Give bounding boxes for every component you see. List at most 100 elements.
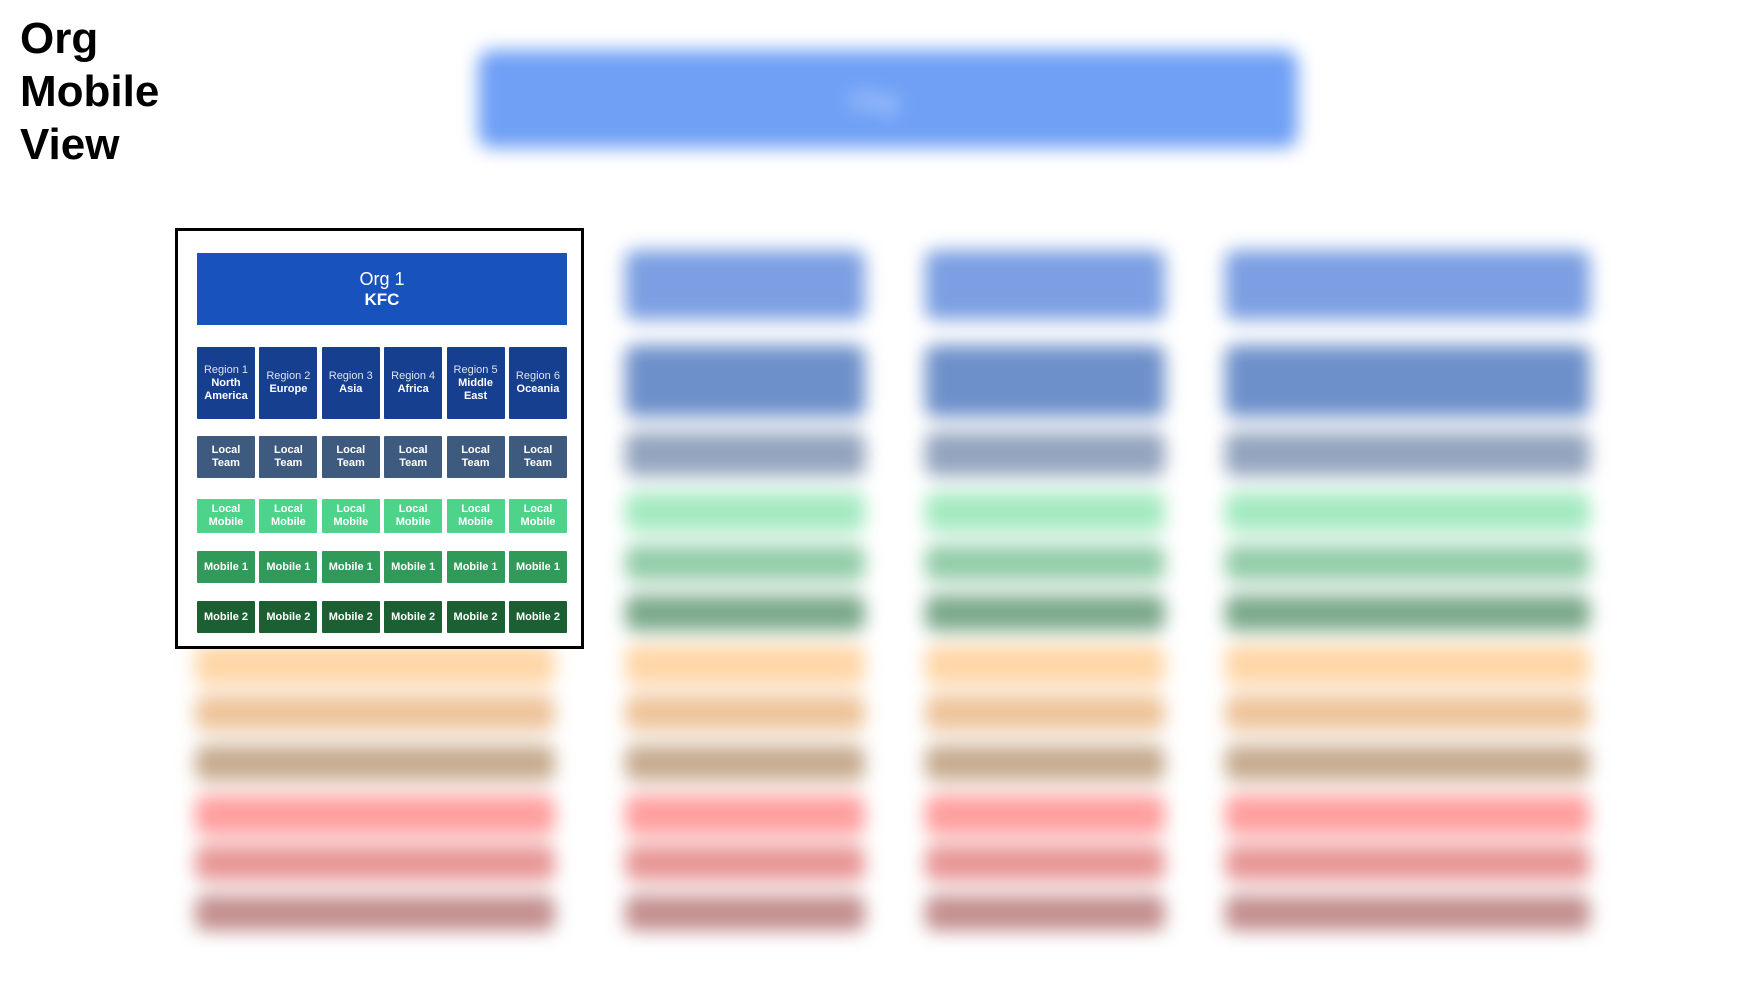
blurred-band [925,745,1165,781]
mobile-2-cell: Mobile 2 [259,601,318,633]
mobile-1-cell: Mobile 1 [384,551,443,583]
blurred-band [195,645,555,685]
region-name: Europe [269,383,308,395]
blurred-band [925,845,1165,881]
mobile-2-cell: Mobile 2 [321,601,380,633]
blurred-band [925,250,1165,320]
blurred-band [925,545,1165,581]
region-name: Middle East [458,376,493,402]
local-mobile-cell: Local Mobile [508,499,567,533]
region-label: Region 2 [266,370,311,382]
region-name: Africa [397,383,429,395]
mobile-1-cell: Mobile 1 [508,551,567,583]
blurred-band [925,345,1165,417]
local-mobile-cell: Local Mobile [321,499,380,533]
blurred-band [625,795,865,835]
mobile-2-cell: Mobile 2 [384,601,443,633]
blurred-band [925,595,1165,631]
local-mobile-cell: Local Mobile [384,499,443,533]
blurred-band [625,492,865,532]
page-title: Org Mobile View [20,12,220,171]
blurred-band [1225,345,1590,417]
mobile-2-cell: Mobile 2 [197,601,255,633]
blurred-band [195,795,555,835]
blurred-band [925,695,1165,731]
blurred-band [1225,645,1590,685]
blurred-band [195,845,555,881]
blurred-band [625,895,865,931]
blurred-band [625,745,865,781]
blurred-band [1225,545,1590,581]
blurred-band [925,645,1165,685]
blurred-band [1225,250,1590,320]
local-mobile-cell: Local Mobile [446,499,505,533]
blurred-band [925,795,1165,835]
title-line-3: View [20,120,120,169]
blurred-band [1225,895,1590,931]
org-header: Org 1 KFC [197,253,567,325]
mobile-2-row: Mobile 2 Mobile 2 Mobile 2 Mobile 2 Mobi… [197,601,567,633]
blurred-band [195,745,555,781]
title-line-2: Mobile [20,67,160,116]
local-mobile-row: Local Mobile Local Mobile Local Mobile L… [197,499,567,533]
blurred-band [1225,845,1590,881]
region-name: Oceania [516,383,560,395]
mobile-1-cell: Mobile 1 [259,551,318,583]
blurred-top-org-label: Org [850,85,897,116]
local-team-cell: Local Team [384,436,443,478]
blurred-band [625,250,865,320]
blurred-band [625,695,865,731]
blurred-band [625,645,865,685]
local-team-cell: Local Team [446,436,505,478]
blurred-band [1225,432,1590,476]
mobile-2-cell: Mobile 2 [446,601,505,633]
org-label: Org 1 [359,268,405,289]
local-team-cell: Local Team [197,436,255,478]
title-line-1: Org [20,14,99,63]
blurred-band [1225,595,1590,631]
region-label: Region 6 [515,370,560,382]
local-team-cell: Local Team [508,436,567,478]
region-label: Region 4 [391,370,436,382]
mobile-1-cell: Mobile 1 [197,551,255,583]
local-team-cell: Local Team [321,436,380,478]
region-label: Region 5 [453,363,498,376]
blurred-band [625,432,865,476]
blurred-band [625,545,865,581]
blurred-band [625,345,865,417]
blurred-band [625,595,865,631]
mobile-1-cell: Mobile 1 [446,551,505,583]
blurred-band [625,845,865,881]
local-mobile-cell: Local Mobile [259,499,318,533]
region-label: Region 1 [203,363,249,376]
blurred-band [1225,695,1590,731]
org-name: KFC [364,289,400,309]
mobile-2-cell: Mobile 2 [508,601,567,633]
blurred-band [925,432,1165,476]
blurred-band [1225,745,1590,781]
blurred-top-org-bar [478,50,1298,148]
blurred-band [925,492,1165,532]
blurred-band [195,895,555,931]
local-team-row: Local Team Local Team Local Team Local T… [197,436,567,478]
mobile-1-cell: Mobile 1 [321,551,380,583]
blurred-band [1225,492,1590,532]
local-team-cell: Local Team [259,436,318,478]
local-mobile-cell: Local Mobile [197,499,255,533]
blurred-band [1225,795,1590,835]
mobile-1-row: Mobile 1 Mobile 1 Mobile 1 Mobile 1 Mobi… [197,551,567,583]
region-name: Asia [339,383,363,395]
blurred-band [925,895,1165,931]
blurred-band [195,695,555,731]
region-label: Region 3 [328,370,373,382]
region-name: North America [204,376,248,402]
